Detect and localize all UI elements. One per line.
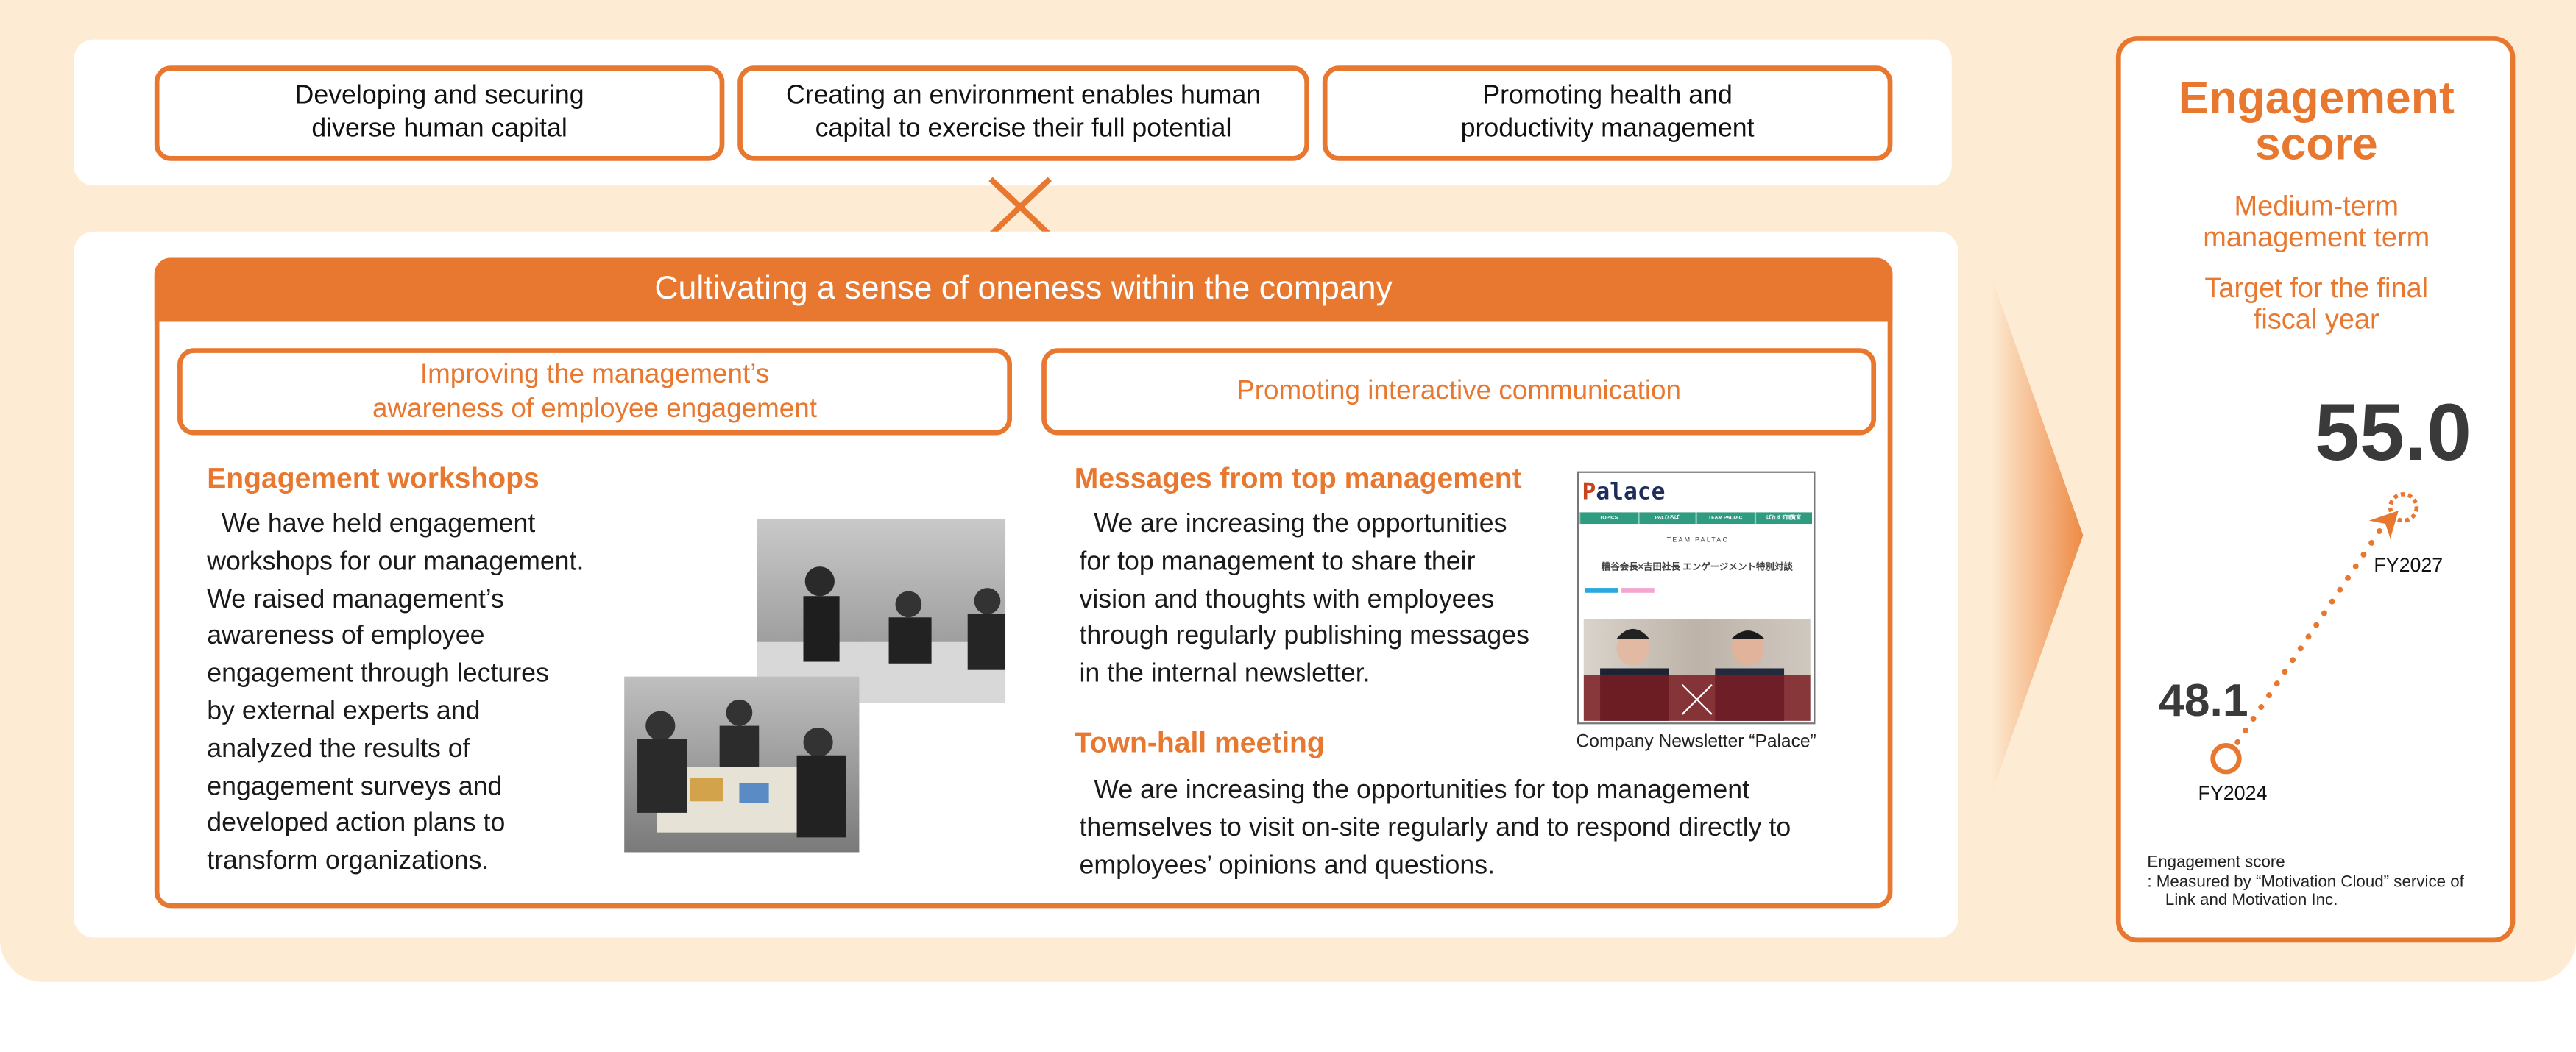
townhall-text: We are increasing the opportunities for … — [1079, 773, 1851, 886]
text-line: transform organizations. — [207, 847, 489, 876]
term-text: Medium-term — [2234, 190, 2399, 222]
text-line: engagement through lectures — [207, 660, 549, 689]
nav-item: ぱれすず閲覧室 — [1753, 512, 1812, 525]
nav-item: PALひろば — [1637, 512, 1695, 525]
title-text: Engagement — [2178, 72, 2455, 124]
footnote-text: Link and Motivation Inc. — [2165, 892, 2338, 910]
text-line: We have held engagement — [207, 511, 536, 539]
workshops-heading: Engagement workshops — [207, 461, 539, 494]
workshop-photo-1 — [757, 519, 1006, 703]
score-footnote: Engagement score : Measured by “Motivati… — [2147, 854, 2463, 911]
pillar-text: Promoting health and — [1482, 82, 1733, 110]
text-line: developed action plans to — [207, 810, 506, 839]
text-line: in the internal newsletter. — [1079, 660, 1370, 689]
newsletter-caption: Company Newsletter “Palace” — [1576, 732, 1816, 753]
newsletter-nav: TOPICS PALひろば TEAM PALTAC ぱれすず閲覧室 — [1579, 512, 1813, 525]
pillar-text: Creating an environment enables human — [785, 82, 1262, 110]
text-line: for top management to share their — [1079, 548, 1476, 577]
subheader-text: Improving the management’s — [420, 358, 770, 388]
messages-text: We are increasing the opportunities for t… — [1079, 508, 1572, 694]
score-trend-line — [2210, 492, 2419, 775]
workshop-photo-2 — [624, 676, 860, 853]
newsletter-article-title: 糟谷会長×吉田社長 エンゲージメント特別対談 — [1601, 563, 1793, 574]
text-line: workshops for our management. — [207, 548, 584, 577]
text-line: themselves to visit on-site regularly an… — [1079, 814, 1791, 842]
current-year-label: FY2024 — [2198, 781, 2268, 805]
fy2024-marker — [2210, 743, 2242, 775]
subheader-text: awareness of employee engagement — [372, 393, 818, 423]
target-text: fiscal year — [2253, 303, 2379, 335]
footnote-text: : Measured by “Motivation Cloud” service… — [2147, 872, 2464, 891]
current-value: 48.1 — [2158, 675, 2248, 726]
newsletter-image: Palace TOPICS PALひろば TEAM PALTAC ぱれすず閲覧室… — [1577, 471, 1816, 725]
footnote-text: Engagement score — [2147, 853, 2285, 872]
subheader-communication: Promoting interactive communication — [1041, 348, 1877, 436]
workshops-text: We have held engagement workshops for our… — [207, 508, 634, 882]
newsletter-section: TEAM PALTAC — [1666, 535, 1730, 544]
text-line: awareness of employee — [207, 622, 485, 651]
arrowhead-icon — [2368, 511, 2399, 539]
pillar-text: diverse human capital — [311, 115, 567, 143]
text-line: We are increasing the opportunities for … — [1079, 776, 1750, 805]
nav-item: TOPICS — [1579, 512, 1637, 525]
subheader-awareness: Improving the management’s awareness of e… — [177, 348, 1012, 436]
pillar-diverse-capital: Developing and securing diverse human cap… — [154, 65, 725, 161]
messages-heading: Messages from top management — [1074, 461, 1522, 494]
newsletter-logo: Palace — [1582, 479, 1666, 506]
nav-item: TEAM PALTAC — [1695, 512, 1754, 525]
cross-icon — [988, 177, 1052, 238]
chevron-right-icon — [1991, 275, 2084, 795]
target-text: Target for the final — [2204, 272, 2429, 304]
fy2027-marker — [2388, 492, 2419, 523]
townhall-heading: Town-hall meeting — [1074, 725, 1325, 759]
target-year-label: FY2027 — [2374, 553, 2444, 577]
title-text: score — [2254, 118, 2378, 169]
pillar-health: Promoting health and productivity managem… — [1322, 65, 1893, 161]
pillar-text: productivity management — [1460, 115, 1755, 143]
text-line: analyzed the results of — [207, 735, 470, 764]
pillar-environment: Creating an environment enables human cap… — [737, 65, 1309, 161]
newsletter-photo — [1583, 619, 1811, 721]
term-text: management term — [2203, 221, 2430, 253]
text-line: We raised management’s — [207, 585, 504, 614]
pillar-text: capital to exercise their full potential — [815, 115, 1232, 143]
text-line: employees’ opinions and questions. — [1079, 851, 1496, 880]
score-panel — [2115, 36, 2516, 943]
target-value: 55.0 — [2315, 389, 2471, 478]
text-line: by external experts and — [207, 697, 481, 726]
text-line: engagement surveys and — [207, 772, 503, 801]
main-title: Cultivating a sense of oneness within th… — [154, 257, 1893, 322]
text-line: We are increasing the opportunities — [1079, 511, 1507, 539]
pillar-text: Developing and securing — [294, 82, 584, 110]
text-line: through regularly publishing messages — [1079, 622, 1529, 651]
text-line: vision and thoughts with employees — [1079, 585, 1495, 614]
